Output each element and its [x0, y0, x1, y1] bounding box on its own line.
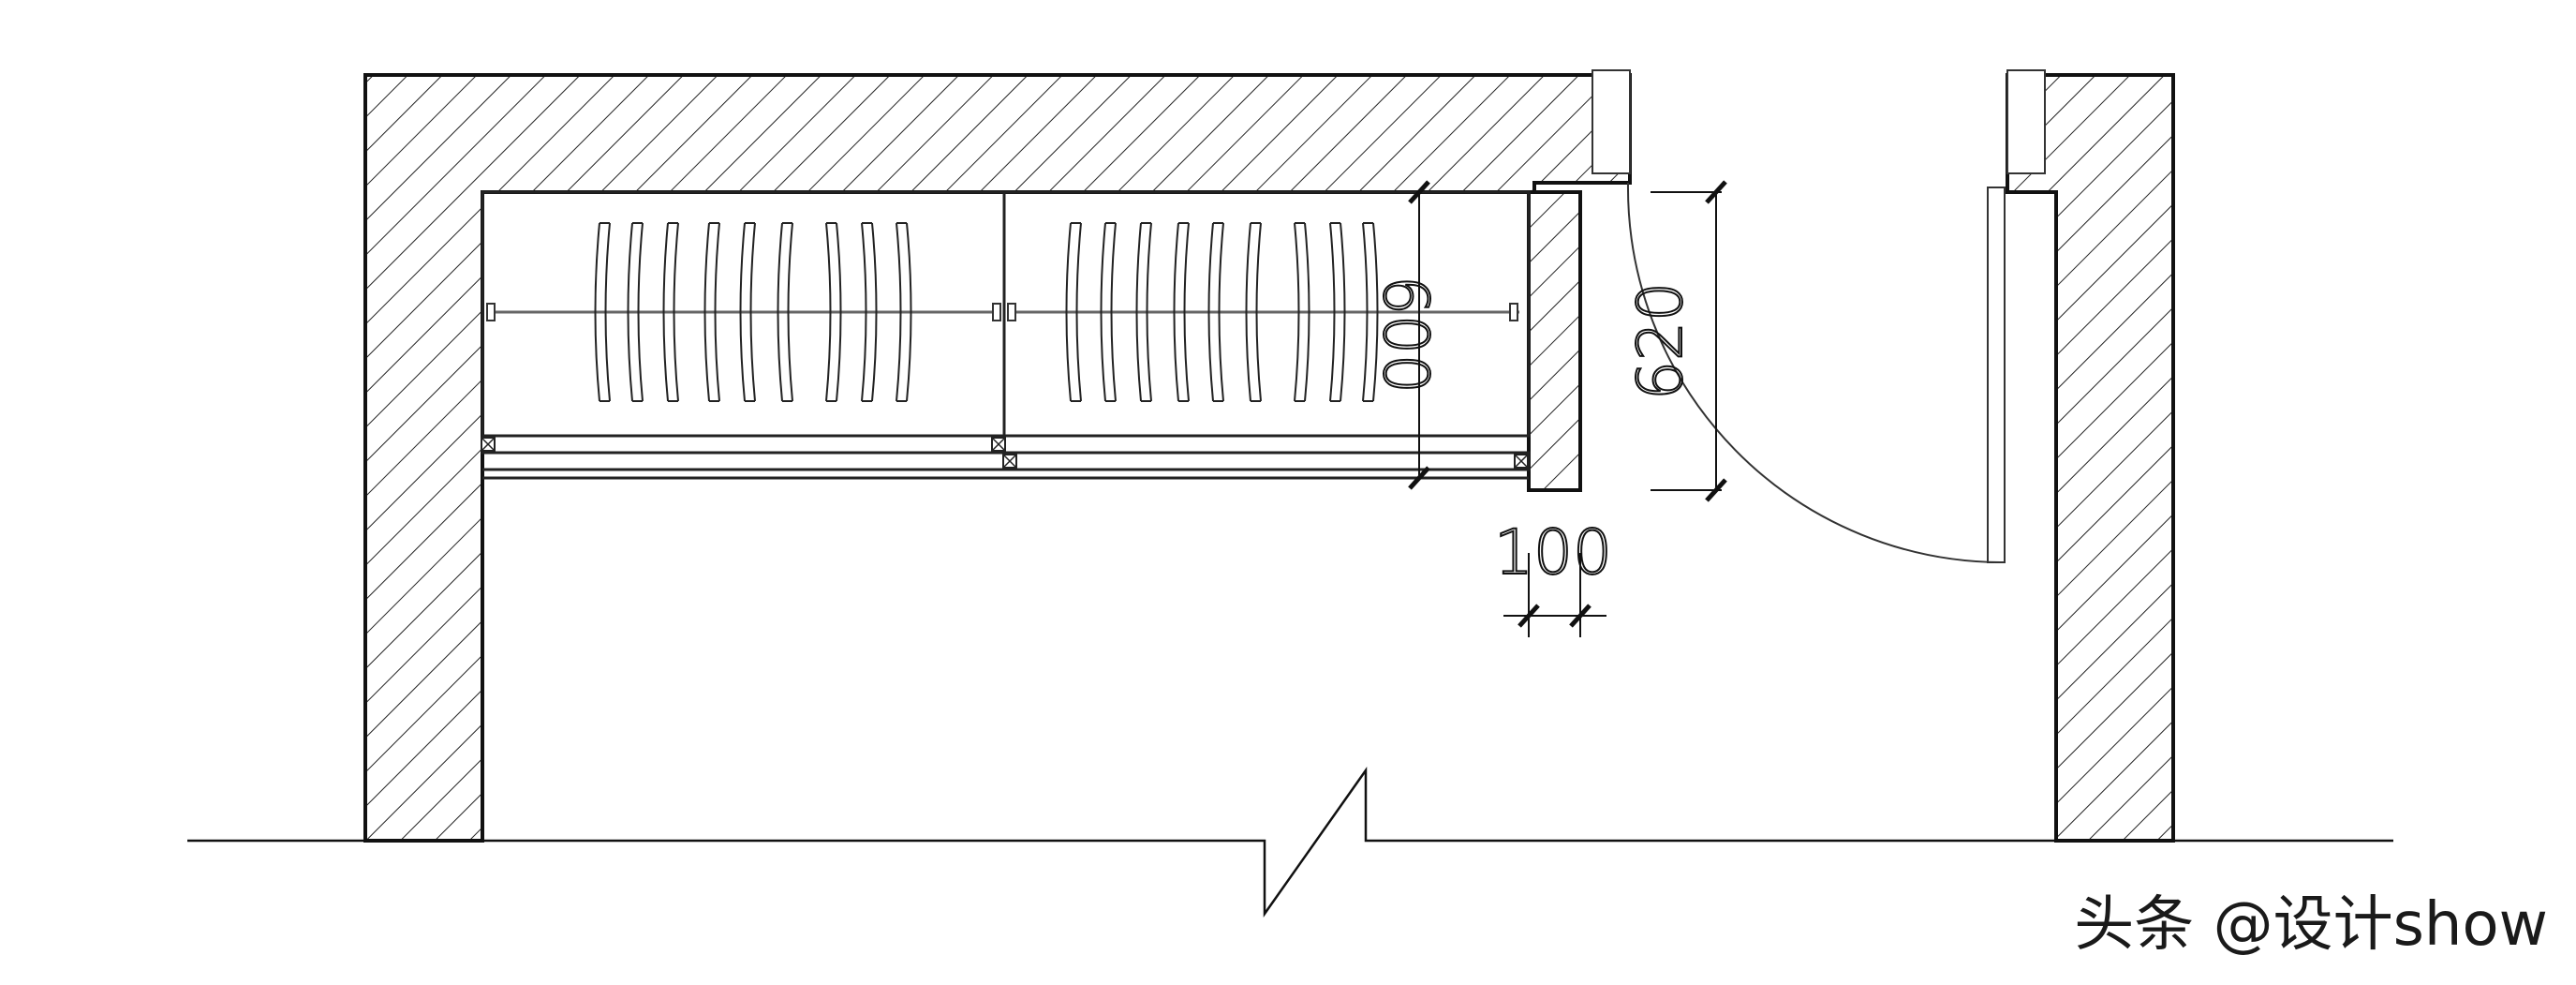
- floor-break-line: [187, 767, 2393, 918]
- sliding-door-front: [481, 434, 1006, 455]
- watermark-text: 头条 @设计show: [2074, 890, 2548, 960]
- dimension-100: 100: [1493, 515, 1613, 637]
- door-swing-arc: [1626, 182, 2001, 563]
- dimension-600: 600: [1369, 180, 1443, 490]
- door: [1626, 182, 2006, 563]
- dimension-label-100: 100: [1494, 516, 1612, 589]
- sliding-doors: [481, 434, 1531, 480]
- wardrobe: [481, 190, 1531, 480]
- door-jamb-right: [2006, 69, 2046, 174]
- wardrobe-side-panel: [1527, 190, 1582, 492]
- door-jamb-left: [1591, 69, 1631, 174]
- door-leaf: [1987, 187, 2006, 563]
- walls: [363, 69, 2175, 843]
- right-wall: [2006, 73, 2175, 843]
- dimension-label-600: 600: [1369, 276, 1442, 394]
- sliding-door-back: [1002, 451, 1531, 471]
- dimension-label-620: 620: [1624, 282, 1696, 400]
- dimension-620: 620: [1623, 180, 1727, 502]
